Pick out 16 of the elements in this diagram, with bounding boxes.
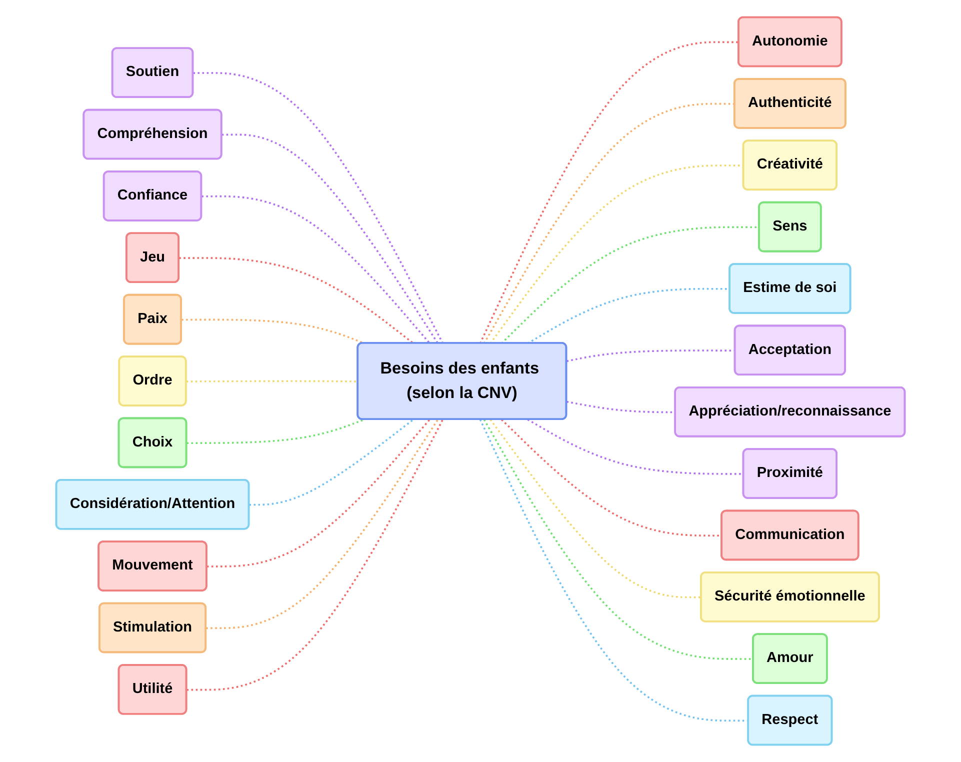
connector [186, 419, 444, 691]
connector [202, 195, 430, 344]
connector [206, 418, 430, 568]
connector [182, 318, 365, 344]
connector [193, 72, 444, 344]
connector [527, 418, 744, 475]
connector [479, 41, 739, 344]
connector [483, 419, 754, 660]
connector [500, 418, 722, 537]
connector [179, 257, 414, 344]
connector [186, 380, 358, 382]
connector [222, 134, 439, 344]
connector [490, 419, 702, 598]
connector [186, 418, 365, 444]
connector [249, 418, 414, 506]
connector [206, 419, 439, 630]
